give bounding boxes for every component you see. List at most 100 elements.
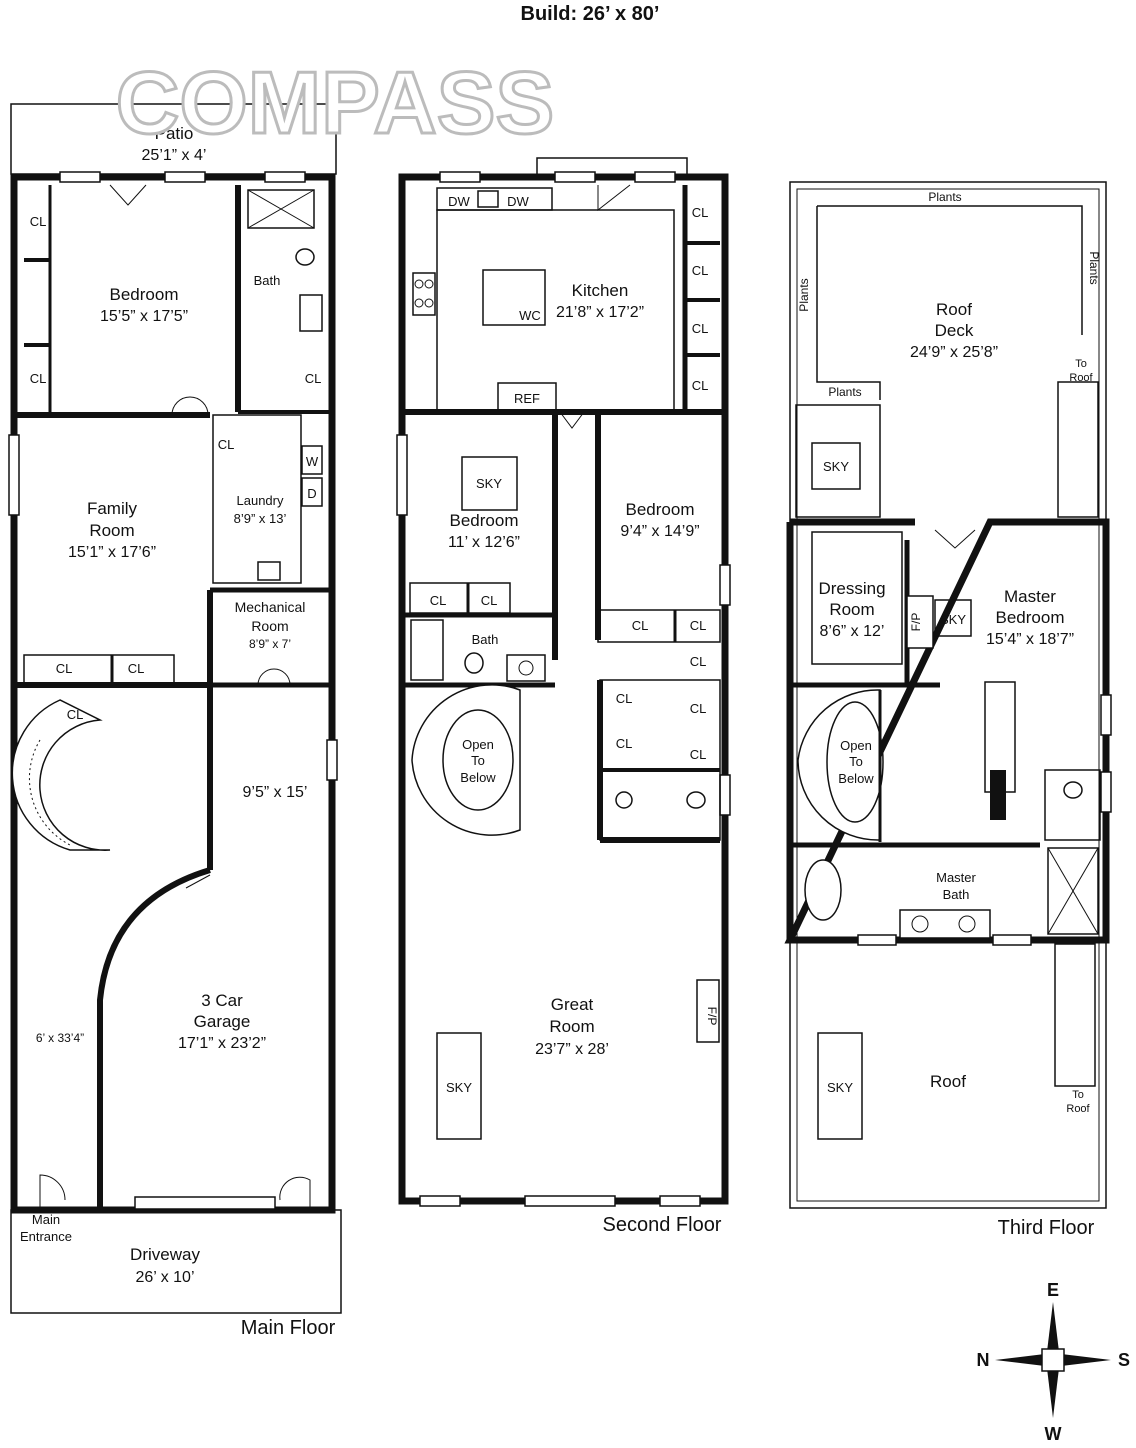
dishwasher-label: DW bbox=[448, 194, 470, 209]
compass-north-label: N bbox=[977, 1350, 990, 1370]
door-swing bbox=[597, 184, 631, 212]
spiral-stair bbox=[411, 684, 521, 836]
great-room-dims: 23’7” x 28’ bbox=[535, 1041, 609, 1058]
skylight bbox=[811, 442, 861, 490]
bathtub bbox=[410, 619, 444, 681]
to-roof-label: To bbox=[1075, 358, 1087, 370]
window bbox=[439, 171, 481, 183]
dishwasher-label: DW bbox=[507, 194, 529, 209]
roof-stairs bbox=[1054, 943, 1096, 1087]
toilet-fixture bbox=[686, 791, 706, 809]
skylight bbox=[934, 599, 972, 637]
closet-label: CL bbox=[616, 691, 633, 706]
main-floor-caption: Main Floor bbox=[241, 1317, 336, 1339]
dressing-room-label: Dressing bbox=[818, 579, 885, 598]
closet-label: CL bbox=[692, 321, 709, 336]
compass-brand-logo: COMPASS bbox=[114, 52, 555, 154]
vanity bbox=[899, 909, 991, 939]
family-room-label: Family bbox=[87, 499, 138, 518]
third-floor-caption: Third Floor bbox=[998, 1217, 1095, 1239]
closet-block bbox=[597, 609, 721, 643]
door-swing bbox=[257, 668, 291, 686]
stair-opening bbox=[826, 701, 884, 823]
roof-deck-label: Roof bbox=[936, 300, 972, 319]
mechanical-room-label: Room bbox=[251, 618, 288, 634]
skylight bbox=[817, 1032, 863, 1140]
second-floor-caption: Second Floor bbox=[603, 1214, 722, 1236]
master-bedroom-dims: 15’4” x 18’7” bbox=[986, 631, 1074, 648]
window bbox=[634, 171, 676, 183]
wall bbox=[97, 867, 211, 1210]
sink-fixture bbox=[506, 654, 546, 682]
dressing-room-dims: 8’6” x 12’ bbox=[820, 623, 885, 640]
to-roof-label: Roof bbox=[1069, 372, 1093, 384]
skylight-box bbox=[795, 404, 881, 518]
wall-block bbox=[990, 770, 1006, 820]
window bbox=[164, 171, 206, 183]
washer-box bbox=[301, 445, 323, 475]
bedroom-label: Bedroom bbox=[450, 511, 519, 530]
window bbox=[264, 171, 306, 183]
bedroom-label: Bedroom bbox=[110, 285, 179, 304]
open-to-below-label: Open bbox=[840, 738, 872, 753]
sink-fixture bbox=[477, 190, 499, 208]
main-entrance-label: Entrance bbox=[20, 1229, 72, 1244]
closet-label: CL bbox=[305, 371, 322, 386]
door-swing bbox=[171, 396, 209, 416]
compass-west-label: W bbox=[1045, 1424, 1062, 1444]
window bbox=[8, 434, 20, 516]
sink-fixture bbox=[615, 791, 633, 809]
closet-label: CL bbox=[690, 701, 707, 716]
closet-label: CL bbox=[692, 205, 709, 220]
laundry-label: Laundry bbox=[237, 493, 284, 508]
main-floor-plan: Patio 25’1” x 4’ CL CL CL CL CL CL CL Be… bbox=[8, 103, 342, 1339]
window bbox=[719, 564, 731, 606]
second-floor-plan: DW DW Kitchen 21’8” x 17’2” WC REF CL CL… bbox=[396, 157, 731, 1236]
skylight-label: SKY bbox=[476, 476, 502, 491]
closet-label: CL bbox=[632, 618, 649, 633]
bedroom-label: Bedroom bbox=[626, 500, 695, 519]
closet-label: CL bbox=[692, 263, 709, 278]
to-roof-label: To bbox=[1072, 1089, 1084, 1101]
window bbox=[992, 934, 1032, 946]
door-swing bbox=[109, 184, 147, 206]
roof-inner-outline bbox=[796, 188, 1100, 1202]
spiral-stair bbox=[11, 699, 111, 851]
compass-rose: E W N S bbox=[977, 1280, 1131, 1444]
plants-label: Plants bbox=[928, 190, 961, 204]
garage-label: 3 Car bbox=[201, 991, 243, 1010]
open-to-below-label: Below bbox=[838, 771, 874, 786]
family-room-label: Room bbox=[89, 521, 134, 540]
bedroom-dims: 11’ x 12’6” bbox=[448, 534, 520, 551]
door-swing bbox=[39, 1174, 66, 1210]
main-entrance-label: Main bbox=[32, 1212, 60, 1227]
closet-label: CL bbox=[30, 214, 47, 229]
bathtub bbox=[804, 859, 842, 921]
patio-dims: 25’1” x 4’ bbox=[142, 147, 207, 164]
wc-label: WC bbox=[519, 308, 541, 323]
stair-opening bbox=[442, 709, 514, 811]
wc-room bbox=[1044, 769, 1101, 841]
bath-label: Bath bbox=[472, 632, 499, 647]
closet-outline bbox=[23, 654, 175, 686]
closet-label: CL bbox=[67, 707, 84, 722]
dryer-label: D bbox=[307, 486, 316, 501]
closet-label: CL bbox=[430, 593, 447, 608]
bedroom-dims: 9’4” x 14’9” bbox=[620, 523, 699, 540]
patio-label: Patio bbox=[155, 124, 194, 143]
garage-window bbox=[134, 1196, 276, 1210]
main-outer-wall bbox=[10, 173, 336, 1214]
mechanical-room-dims: 8’9” x 7’ bbox=[249, 637, 291, 651]
roof-label: Roof bbox=[930, 1072, 966, 1091]
laundry-dims: 8’9” x 13’ bbox=[234, 511, 287, 526]
fireplace-label: F/P bbox=[705, 1007, 719, 1026]
toilet-fixture bbox=[1063, 781, 1083, 799]
window bbox=[396, 434, 408, 516]
fireplace bbox=[696, 979, 720, 1043]
kitchen-island bbox=[482, 269, 546, 326]
bath-label: Bath bbox=[254, 273, 281, 288]
toilet-fixture bbox=[464, 652, 484, 674]
master-bath-label: Master bbox=[936, 870, 976, 885]
stove bbox=[412, 272, 436, 316]
bedroom-dims: 15’5” x 17’5” bbox=[100, 308, 188, 325]
